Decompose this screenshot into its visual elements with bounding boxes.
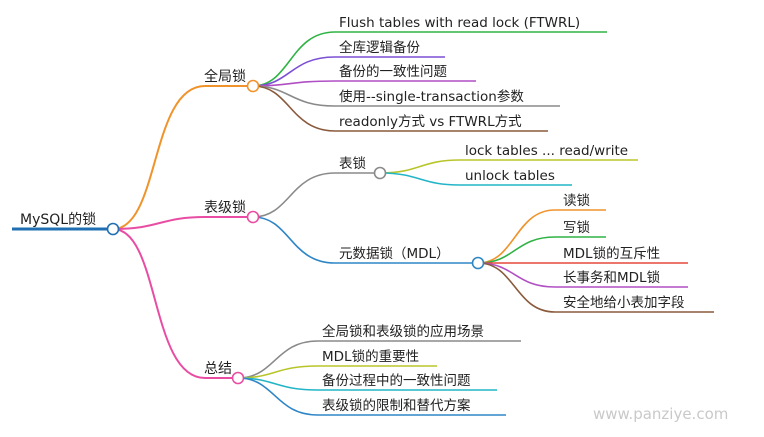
connector-read-lock [477,209,606,264]
connector-limits [237,377,506,416]
leaf-unlock-tables[interactable]: unlock tables [465,168,555,184]
connector-scenarios [237,340,521,379]
leaf-full-backup[interactable]: 全库逻辑备份 [339,39,420,56]
connector-readonly [252,85,548,132]
connector-single-tx [252,85,560,107]
connector-add-field [477,262,714,313]
root-node-circle[interactable] [106,222,120,236]
leaf-limits[interactable]: 表级锁的限制和替代方案 [322,397,471,414]
connector-mdl-importance [237,365,437,379]
connector-table [112,216,253,230]
root-label[interactable]: MySQL的锁 [20,212,96,228]
leaf-mdl-mutex[interactable]: MDL锁的互斥性 [563,246,660,262]
leaf-ftwrl[interactable]: Flush tables with read lock (FTWRL) [339,15,580,31]
node-circles[interactable] [106,79,485,385]
connector-consistency [252,80,476,87]
leaf-long-tx[interactable]: 长事务和MDL锁 [563,270,660,286]
table-lock-node-circle[interactable] [373,166,387,180]
connector-global [112,85,253,230]
connector-unlock-tables [379,172,572,186]
connector-summary [112,228,238,379]
mdl-node-circle[interactable] [471,256,485,270]
leaf-consistency[interactable]: 备份的一致性问题 [339,63,447,80]
branch-summary-label[interactable]: 总结 [204,361,232,377]
summary-node-circle[interactable] [231,371,245,385]
connector-lock-tables [379,159,638,174]
leaf-scenarios[interactable]: 全局锁和表级锁的应用场景 [322,323,484,340]
connector-mdl [252,216,478,264]
connector-write-lock [477,236,606,264]
leaf-backup-consistency[interactable]: 备份过程中的一致性问题 [322,372,471,389]
leaf-lock-tables[interactable]: lock tables ... read/write [465,143,628,159]
leaf-single-tx[interactable]: 使用--single-transaction参数 [339,88,524,105]
leaf-read-lock[interactable]: 读锁 [563,193,590,209]
connector-full-backup [252,56,445,87]
global-node-circle[interactable] [246,79,260,93]
connector-ftwrl [252,31,607,87]
table-lock-label[interactable]: 表锁 [339,156,366,172]
leaf-mdl-importance[interactable]: MDL锁的重要性 [322,349,419,365]
leaf-readonly[interactable]: readonly方式 vs FTWRL方式 [339,114,522,130]
connectors [12,31,714,416]
labels: MySQL的锁 全局锁 表级锁 总结 Flush tables with rea… [20,15,728,423]
branch-table-label[interactable]: 表级锁 [204,200,246,216]
table-node-circle[interactable] [246,210,260,224]
mdl-label[interactable]: 元数据锁（MDL） [339,246,450,262]
branch-global-label[interactable]: 全局锁 [204,68,246,85]
connector-table-lock [252,172,380,218]
leaf-write-lock[interactable]: 写锁 [563,220,590,236]
connector-backup-consistency [237,377,497,391]
watermark: www.panziye.com [593,405,728,423]
leaf-add-field[interactable]: 安全地给小表加字段 [563,294,685,311]
connector-long-tx [477,262,688,288]
